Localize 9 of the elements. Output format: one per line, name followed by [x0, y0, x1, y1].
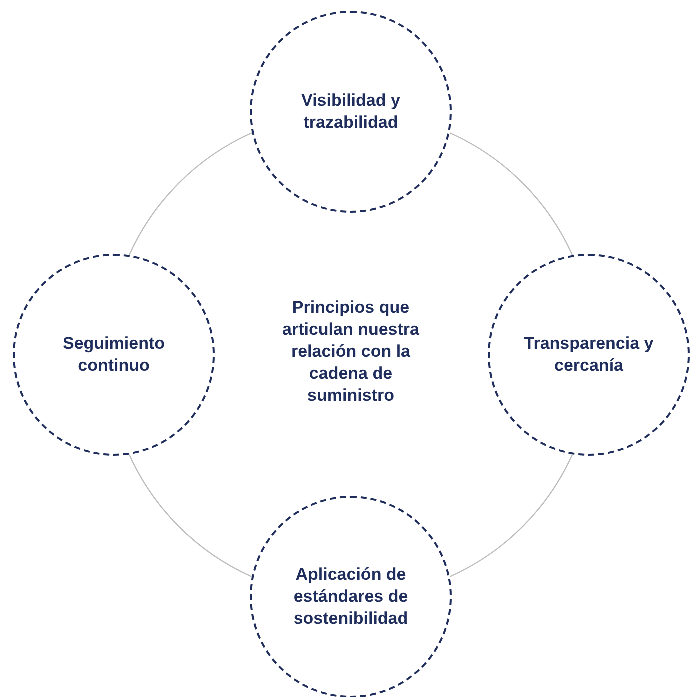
connector-arc — [128, 454, 252, 578]
circle-label: Seguimiento continuo — [62, 332, 166, 377]
circle-label: Aplicación de estándares de sostenibilidad — [292, 564, 410, 630]
connector-arc — [450, 132, 574, 256]
center-text: Principios que articulan nuestra relación con la cadena de suministro — [282, 297, 420, 408]
connector-arc — [450, 454, 574, 578]
connector-arc — [128, 132, 252, 256]
circle-label: Visibilidad y trazabilidad — [300, 90, 402, 134]
circle-label: Transparencia y cercanía — [523, 332, 655, 377]
